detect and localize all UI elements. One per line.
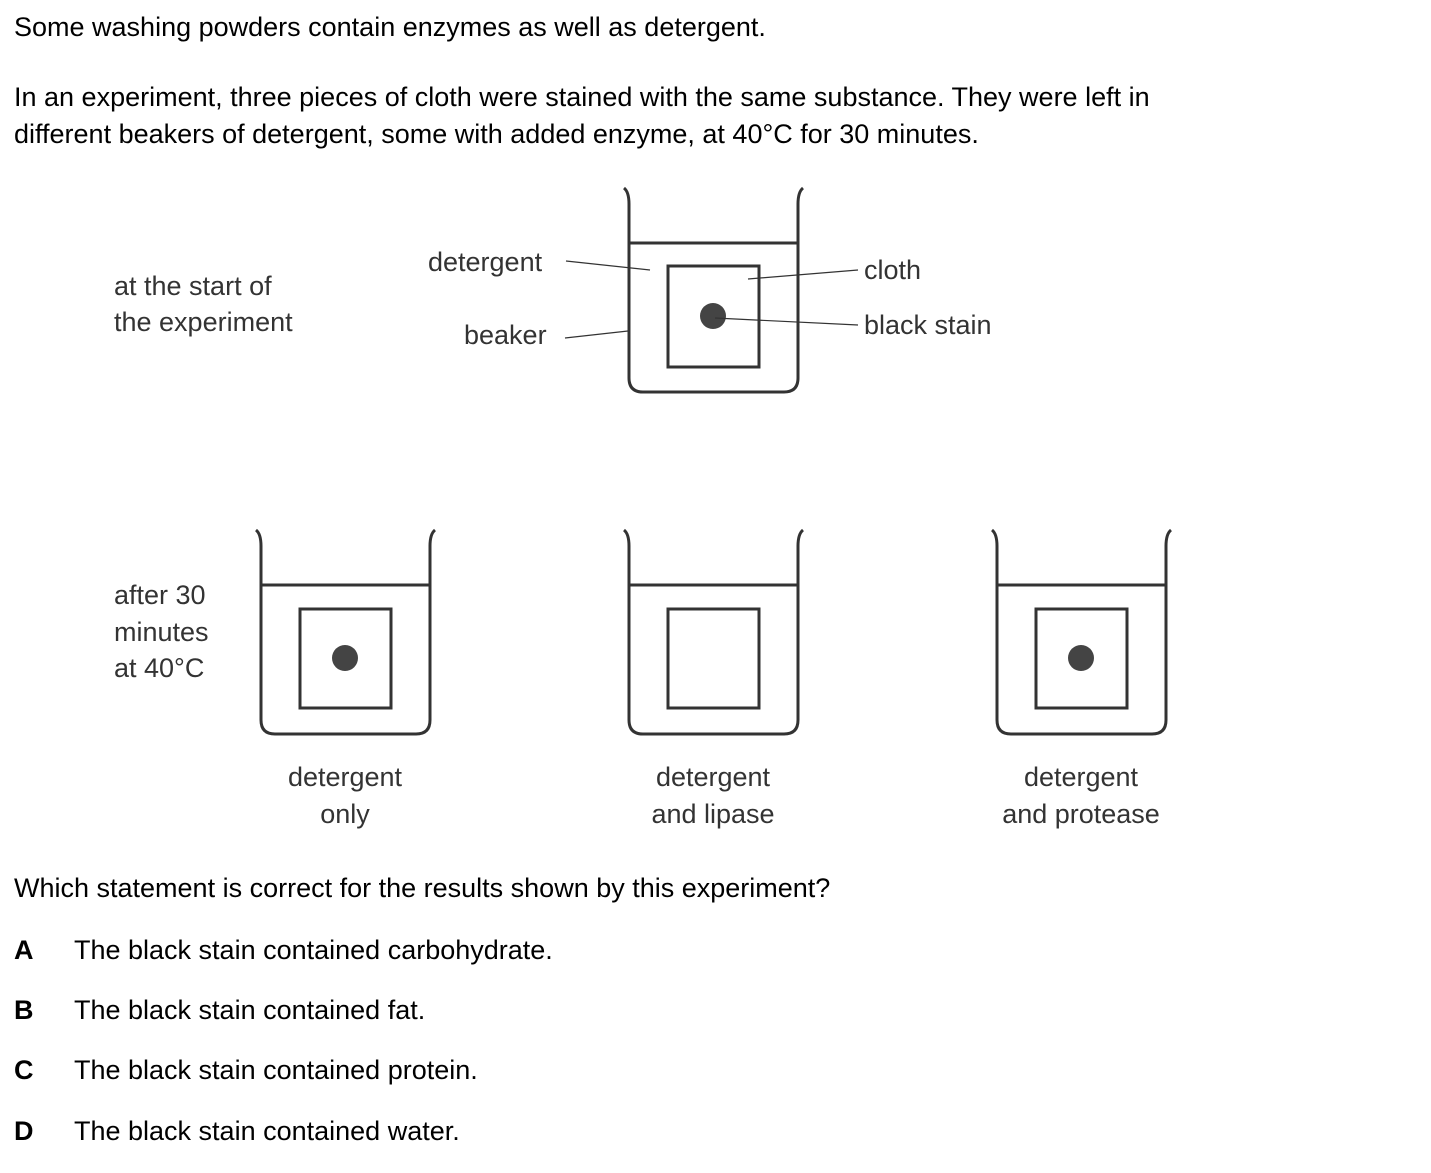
label-detergent: detergent [428,247,543,277]
leader-cloth [747,269,859,280]
after-label-line-3: at 40°C [114,653,205,683]
option-letter: C [14,1055,34,1085]
option-text: The black stain contained water. [74,1116,460,1146]
caption-3-line-2: and protease [1002,799,1160,829]
option-letter: A [14,935,34,965]
option-letter: D [14,1116,34,1146]
cloth-start [666,264,761,369]
after-label-line-2: minutes [114,617,209,647]
option-text: The black stain contained carbohydrate. [74,935,553,965]
leader-beaker [564,330,629,339]
after-label-line-1: after 30 [114,580,206,610]
description-line-1: In an experiment, three pieces of cloth … [14,82,1150,112]
beaker-2 [622,528,805,736]
beaker-3 [990,528,1173,736]
cloth-3 [1034,607,1129,710]
stain-3 [1068,645,1094,671]
start-label-line-1: at the start of [114,271,272,301]
start-label-line-2: the experiment [114,307,293,337]
cloth-1 [298,607,393,710]
label-beaker: beaker [464,320,547,350]
leader-detergent [565,260,651,271]
caption-1-line-1: detergent [287,762,403,792]
caption-2-line-1: detergent [655,762,771,792]
beaker-1 [254,528,437,736]
description-line-2: different beakers of detergent, some wit… [14,119,979,149]
cloth-2 [666,607,761,710]
stain-start [700,303,726,329]
option-text: The black stain contained fat. [74,995,426,1025]
stain-1 [332,645,358,671]
intro-text: Some washing powders contain enzymes as … [14,12,766,42]
leader-stain [714,317,859,326]
caption-2-line-2: and lipase [651,799,775,829]
caption-3-line-1: detergent [1023,762,1139,792]
beaker-start [622,186,805,394]
label-black-stain: black stain [864,310,992,340]
option-text: The black stain contained protein. [74,1055,478,1085]
question-text: Which statement is correct for the resul… [14,873,831,903]
caption-1-line-2: only [320,799,370,829]
label-cloth: cloth [864,255,922,285]
option-letter: B [14,995,34,1025]
